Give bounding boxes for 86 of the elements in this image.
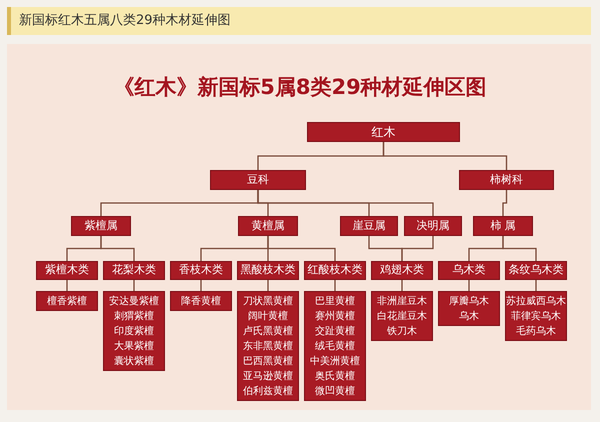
- species-name: 亚马逊黄檀: [243, 370, 293, 384]
- category-name: 鸡翅木类: [380, 262, 424, 278]
- category-box: [404, 216, 462, 236]
- species-name: 白花崖豆木: [377, 310, 427, 324]
- category-box: [170, 261, 232, 280]
- species-name: 印度紫檀: [114, 324, 154, 338]
- connector-line: [401, 280, 403, 291]
- category-box: [71, 216, 131, 236]
- connector-line: [66, 280, 68, 291]
- connector-line: [468, 280, 470, 291]
- category-name: 乌木类: [452, 262, 486, 278]
- category-name: 红酸枝木类: [308, 262, 362, 278]
- species-name: 绒毛黄檀: [315, 340, 355, 354]
- category-box: [459, 170, 554, 190]
- species-list-box: [438, 291, 500, 326]
- species-name: 厚瓣乌木: [449, 294, 489, 308]
- connector-line: [502, 236, 537, 261]
- species-name: 铁刀木: [387, 324, 417, 338]
- species-name: 檀香紫檀: [47, 294, 87, 308]
- category-box: [505, 261, 567, 280]
- species-name: 巴西黑黄檀: [243, 354, 293, 368]
- species-name: 毛药乌木: [516, 324, 556, 338]
- connector-line: [267, 280, 269, 291]
- species-list-box: [371, 291, 433, 341]
- category-name: 决明属: [416, 218, 450, 234]
- species-name: 囊状紫檀: [114, 354, 154, 368]
- connector-line: [535, 280, 537, 291]
- category-box: [371, 261, 433, 280]
- species-name: 微凹黄檀: [315, 384, 355, 398]
- species-name: 刀状黑黄檀: [243, 294, 293, 308]
- category-box: [103, 261, 165, 280]
- species-name: 交趾黄檀: [315, 324, 355, 338]
- species-name: 赛州黄檀: [315, 310, 355, 324]
- species-list-box: [304, 291, 366, 401]
- species-name: 阔叶黄檀: [248, 310, 288, 324]
- species-name: 刺猬紫檀: [114, 310, 154, 324]
- category-box: [473, 216, 533, 236]
- species-list-box: [170, 291, 232, 311]
- connector-line: [502, 190, 508, 216]
- species-list-box: [505, 291, 567, 341]
- species-name: 伯利兹黄檀: [243, 384, 293, 398]
- connector-line: [200, 280, 202, 291]
- category-name: 紫檀木类: [45, 262, 89, 278]
- category-name: 紫檀属: [84, 218, 118, 234]
- category-name: 黄檀属: [252, 218, 284, 234]
- category-name: 香枝木类: [179, 262, 223, 278]
- category-box: [304, 261, 366, 280]
- species-name: 苏拉威西乌木: [506, 294, 566, 308]
- species-name: 菲律宾乌木: [511, 310, 561, 324]
- category-name: 红木: [372, 124, 396, 141]
- category-box: [238, 216, 298, 236]
- species-list-box: [103, 291, 165, 371]
- connector-line: [257, 190, 434, 216]
- category-name: 崖豆属: [352, 218, 386, 234]
- species-list-box: [237, 291, 299, 401]
- chart-title: 《红木》新国标5属8类29种材延伸区图: [112, 74, 488, 101]
- connector-line: [382, 142, 508, 170]
- species-name: 安达曼紫檀: [109, 294, 159, 308]
- category-box: [340, 216, 398, 236]
- category-name: 柿 属: [490, 218, 516, 234]
- category-name: 豆科: [247, 172, 269, 188]
- connector-line: [267, 236, 336, 261]
- connector-line: [100, 236, 135, 261]
- category-box: [237, 261, 299, 280]
- species-name: 降香黄檀: [181, 294, 221, 308]
- species-name: 中美洲黄檀: [310, 354, 360, 368]
- category-box: [210, 170, 306, 190]
- connector-line: [401, 236, 434, 261]
- category-box: [438, 261, 500, 280]
- connector-line: [334, 280, 336, 291]
- category-box: [36, 261, 98, 280]
- species-name: 奥氏黄檀: [315, 370, 355, 384]
- category-name: 柿树科: [490, 172, 523, 188]
- category-name: 黑酸枝木类: [240, 262, 296, 278]
- root-box: [307, 122, 460, 142]
- species-name: 巴里黄檀: [315, 294, 355, 308]
- species-name: 大果紫檀: [114, 340, 154, 354]
- category-name: 花梨木类: [112, 262, 156, 278]
- species-name: 乌木: [459, 310, 479, 324]
- species-name: 东非黑黄檀: [243, 340, 293, 354]
- category-name: 条纹乌木类: [508, 262, 564, 278]
- header-text: 新国标红木五属八类29种木材延伸图: [19, 12, 231, 30]
- species-list-box: [36, 291, 98, 311]
- species-name: 非洲崖豆木: [377, 294, 427, 308]
- connector-line: [133, 280, 135, 291]
- species-name: 卢氏黑黄檀: [243, 324, 293, 338]
